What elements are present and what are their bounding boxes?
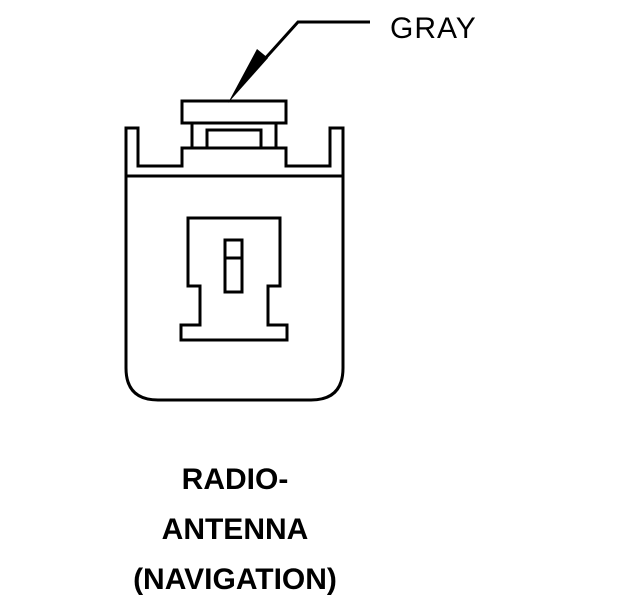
caption-line: (NAVIGATION) xyxy=(133,563,337,596)
locking-tab xyxy=(180,99,288,125)
terminal-pin xyxy=(223,238,244,294)
connector-caption: RADIO- ANTENNA (NAVIGATION) xyxy=(80,455,390,605)
terminal-cavity xyxy=(179,216,289,342)
connector-housing xyxy=(124,126,345,402)
locking-tab-body xyxy=(190,123,278,150)
wire-color-label: GRAY xyxy=(390,12,477,45)
caption-line: RADIO- xyxy=(181,463,289,496)
caption-line: ANTENNA xyxy=(161,513,309,546)
callout-leader xyxy=(260,20,370,64)
arrow-pointer-icon xyxy=(228,49,268,103)
